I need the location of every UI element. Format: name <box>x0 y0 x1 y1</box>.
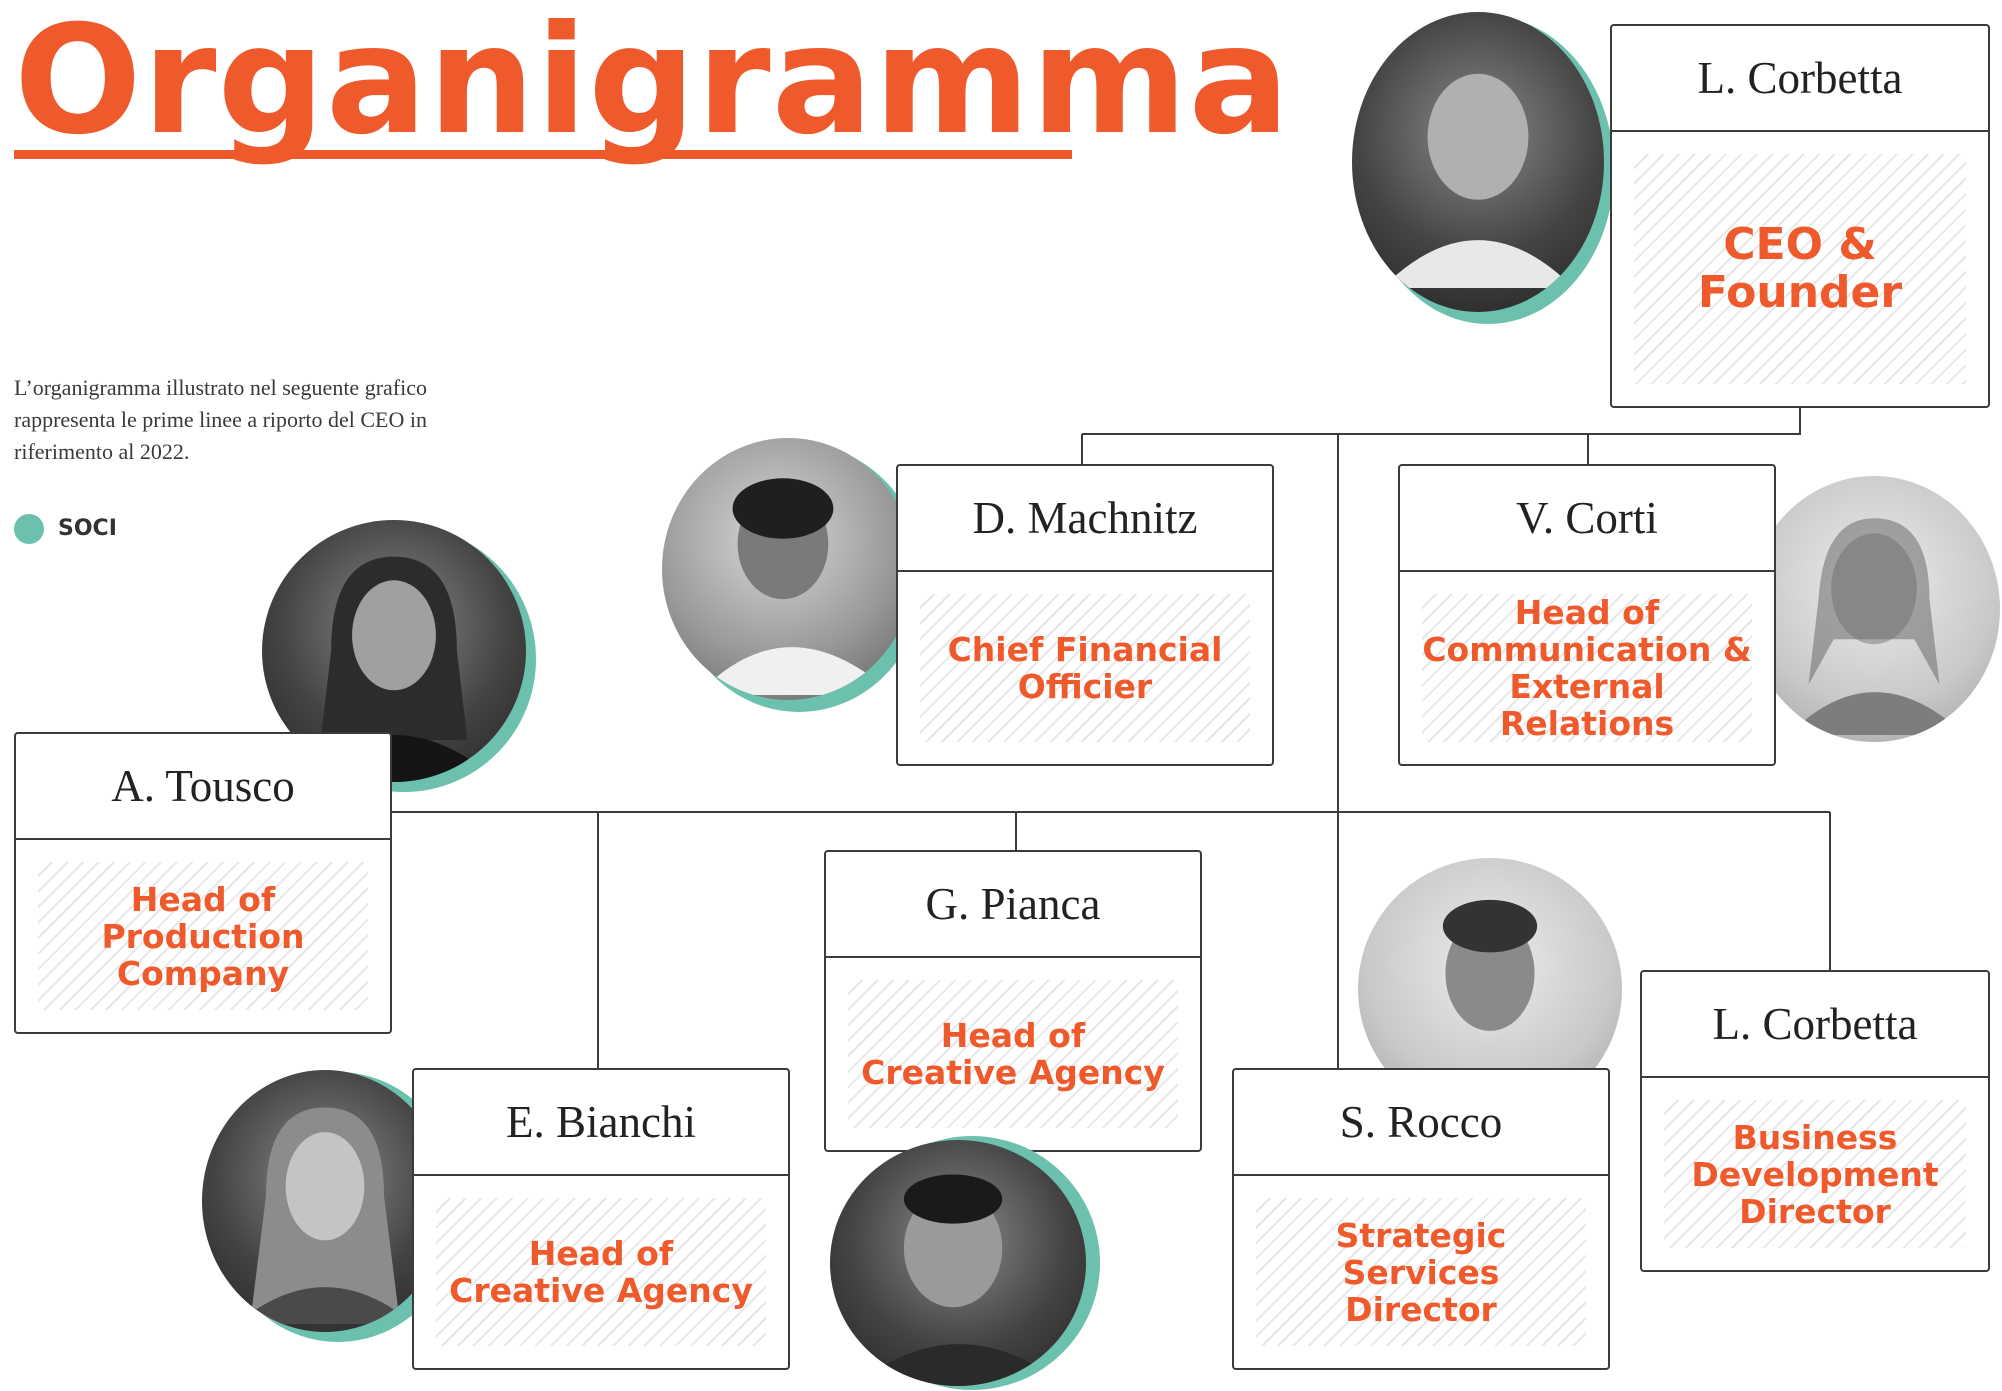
page-title: Organigramma <box>14 0 1291 168</box>
avatar-pianca <box>830 1140 1086 1386</box>
card-role-box: Head of Creative Agency <box>848 980 1178 1128</box>
card-name: S. Rocco <box>1234 1070 1608 1176</box>
card-role-box: Business Development Director <box>1664 1100 1966 1248</box>
card-machnitz: D. Machnitz Chief Financial Officier <box>896 464 1274 766</box>
portrait-silhouette <box>236 1107 414 1324</box>
avatar-machnitz <box>662 438 914 700</box>
card-role-box: Strategic Services Director <box>1256 1198 1586 1346</box>
card-role: CEO & Founder <box>1697 219 1903 318</box>
card-role-box: Head of Creative Agency <box>436 1198 766 1346</box>
card-ceo: L. Corbetta CEO & Founder <box>1610 24 1990 408</box>
avatar-ceo <box>1352 12 1604 312</box>
card-pianca: G. Pianca Head of Creative Agency <box>824 850 1202 1152</box>
card-rocco: S. Rocco Strategic Services Director <box>1232 1068 1610 1370</box>
card-name: D. Machnitz <box>898 466 1272 572</box>
card-name: L. Corbetta <box>1642 972 1988 1078</box>
card-name: G. Pianca <box>826 852 1200 958</box>
card-role: Strategic Services Director <box>1335 1215 1507 1329</box>
card-role-box: Head of Communication & External Relatio… <box>1422 594 1752 742</box>
card-role-box: Head of Production Company <box>38 862 368 1010</box>
card-name: E. Bianchi <box>414 1070 788 1176</box>
intro-paragraph: L’organigramma illustrato nel seguente g… <box>14 375 427 464</box>
card-role: Head of Creative Agency <box>449 1234 753 1310</box>
portrait-silhouette <box>1382 73 1574 288</box>
card-role: Head of Production Company <box>101 879 305 993</box>
card-name: V. Corti <box>1400 466 1774 572</box>
avatar-corti <box>1748 476 2000 742</box>
card-role-box: CEO & Founder <box>1634 154 1966 384</box>
avatar-bianchi <box>202 1070 448 1332</box>
portrait-silhouette <box>289 556 499 782</box>
card-role: Business Development Director <box>1691 1117 1939 1231</box>
card-role: Chief Financial Officier <box>947 630 1223 706</box>
portrait-silhouette <box>1788 518 1965 735</box>
portrait-silhouette <box>697 478 894 695</box>
card-role-box: Chief Financial Officier <box>920 594 1250 742</box>
title-underline <box>14 150 1072 159</box>
card-role: Head of Creative Agency <box>861 1016 1165 1092</box>
legend-label: SOCI <box>58 516 117 541</box>
card-corbetta-bd: L. Corbetta Business Development Directo… <box>1640 970 1990 1272</box>
card-name: L. Corbetta <box>1612 26 1988 132</box>
card-corti: V. Corti Head of Communication & Externa… <box>1398 464 1776 766</box>
portrait-silhouette <box>854 1174 1067 1386</box>
card-bianchi: E. Bianchi Head of Creative Agency <box>412 1068 790 1370</box>
partner-legend-dot <box>14 514 44 544</box>
card-tousco: A. Tousco Head of Production Company <box>14 732 392 1034</box>
card-name: A. Tousco <box>16 734 390 840</box>
card-role: Head of Communication & External Relatio… <box>1422 593 1752 743</box>
